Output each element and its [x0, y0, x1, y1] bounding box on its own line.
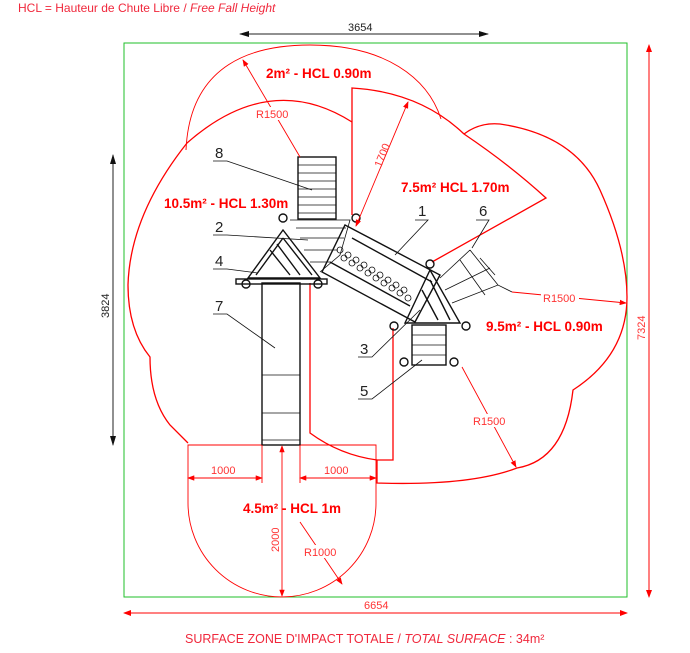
legend-sep: / — [179, 1, 190, 15]
zone-bridge-outline — [351, 87, 548, 263]
dim-total-width: 6654 — [364, 600, 388, 612]
zone-label-left: 10.5m² - HCL 1.30m — [164, 196, 288, 211]
zone-right-outline — [376, 123, 628, 485]
zone-bottom-outline — [187, 444, 377, 598]
bridge-net — [336, 246, 412, 302]
legend-text: HCL = Hauteur de Chute Libre / Free Fall… — [18, 1, 275, 15]
dim-r-lower-right: R1500 — [473, 416, 505, 428]
climbing-net-6 — [439, 249, 513, 304]
zone-left-outline — [127, 99, 353, 444]
dim-total-height: 7324 — [636, 316, 648, 340]
play-structure — [235, 156, 513, 446]
dim-r-right: R1500 — [543, 293, 575, 305]
zone-label-bridge: 7.5m² HCL 1.70m — [401, 180, 510, 195]
item-label-1: 1 — [418, 203, 426, 220]
dim-r-top: R1500 — [256, 109, 288, 121]
item-label-3: 3 — [360, 341, 368, 358]
item-label-6: 6 — [479, 203, 487, 220]
footer-en: TOTAL SURFACE — [404, 632, 506, 646]
slide-7 — [261, 282, 301, 446]
post-caps — [241, 213, 471, 367]
deck-2 — [290, 219, 351, 273]
dim-bottom-left: 1000 — [211, 465, 235, 477]
platform-bar — [235, 278, 328, 285]
item-label-7: 7 — [215, 298, 223, 315]
total-surface-text: SURFACE ZONE D'IMPACT TOTALE / TOTAL SUR… — [185, 632, 544, 646]
item-label-2: 2 — [215, 219, 223, 236]
ladder-8 — [297, 156, 337, 220]
dim-top-width: 3654 — [348, 22, 372, 34]
dim-bottom-right: 1000 — [324, 465, 348, 477]
zone-top-outline — [185, 44, 442, 151]
dim-bottom-depth: 2000 — [270, 528, 282, 552]
impact-zones — [127, 44, 628, 598]
item-label-5: 5 — [360, 383, 368, 400]
item-label-4: 4 — [215, 253, 223, 270]
zone-label-right: 9.5m² - HCL 0.90m — [486, 319, 603, 334]
zone-label-top: 2m² - HCL 0.90m — [266, 66, 372, 81]
footer-fr: SURFACE ZONE D'IMPACT TOTALE — [185, 632, 394, 646]
zone-slide-outline — [309, 283, 378, 461]
total-boundary-rect — [123, 42, 628, 598]
tower-3 — [403, 268, 462, 324]
roof-4 — [246, 228, 322, 279]
bridge-1 — [321, 224, 441, 323]
dim-left-height: 3824 — [100, 294, 112, 318]
zone-label-bottom: 4.5m² - HCL 1m — [243, 501, 341, 516]
dim-bridge-depth: 1700 — [373, 142, 393, 169]
legend-en: Free Fall Height — [190, 1, 276, 15]
legend-fr: HCL = Hauteur de Chute Libre — [18, 1, 180, 15]
dimensions: 3654 3824 7324 6654 R1500 1700 R1500 R15… — [100, 22, 652, 616]
footer-sep: / — [393, 632, 405, 646]
item-labels: 8 2 4 7 1 6 3 5 — [213, 145, 490, 400]
item-label-8: 8 — [215, 145, 223, 162]
dim-r-bottom: R1000 — [304, 547, 336, 559]
footer-value: : 34m² — [505, 632, 545, 646]
